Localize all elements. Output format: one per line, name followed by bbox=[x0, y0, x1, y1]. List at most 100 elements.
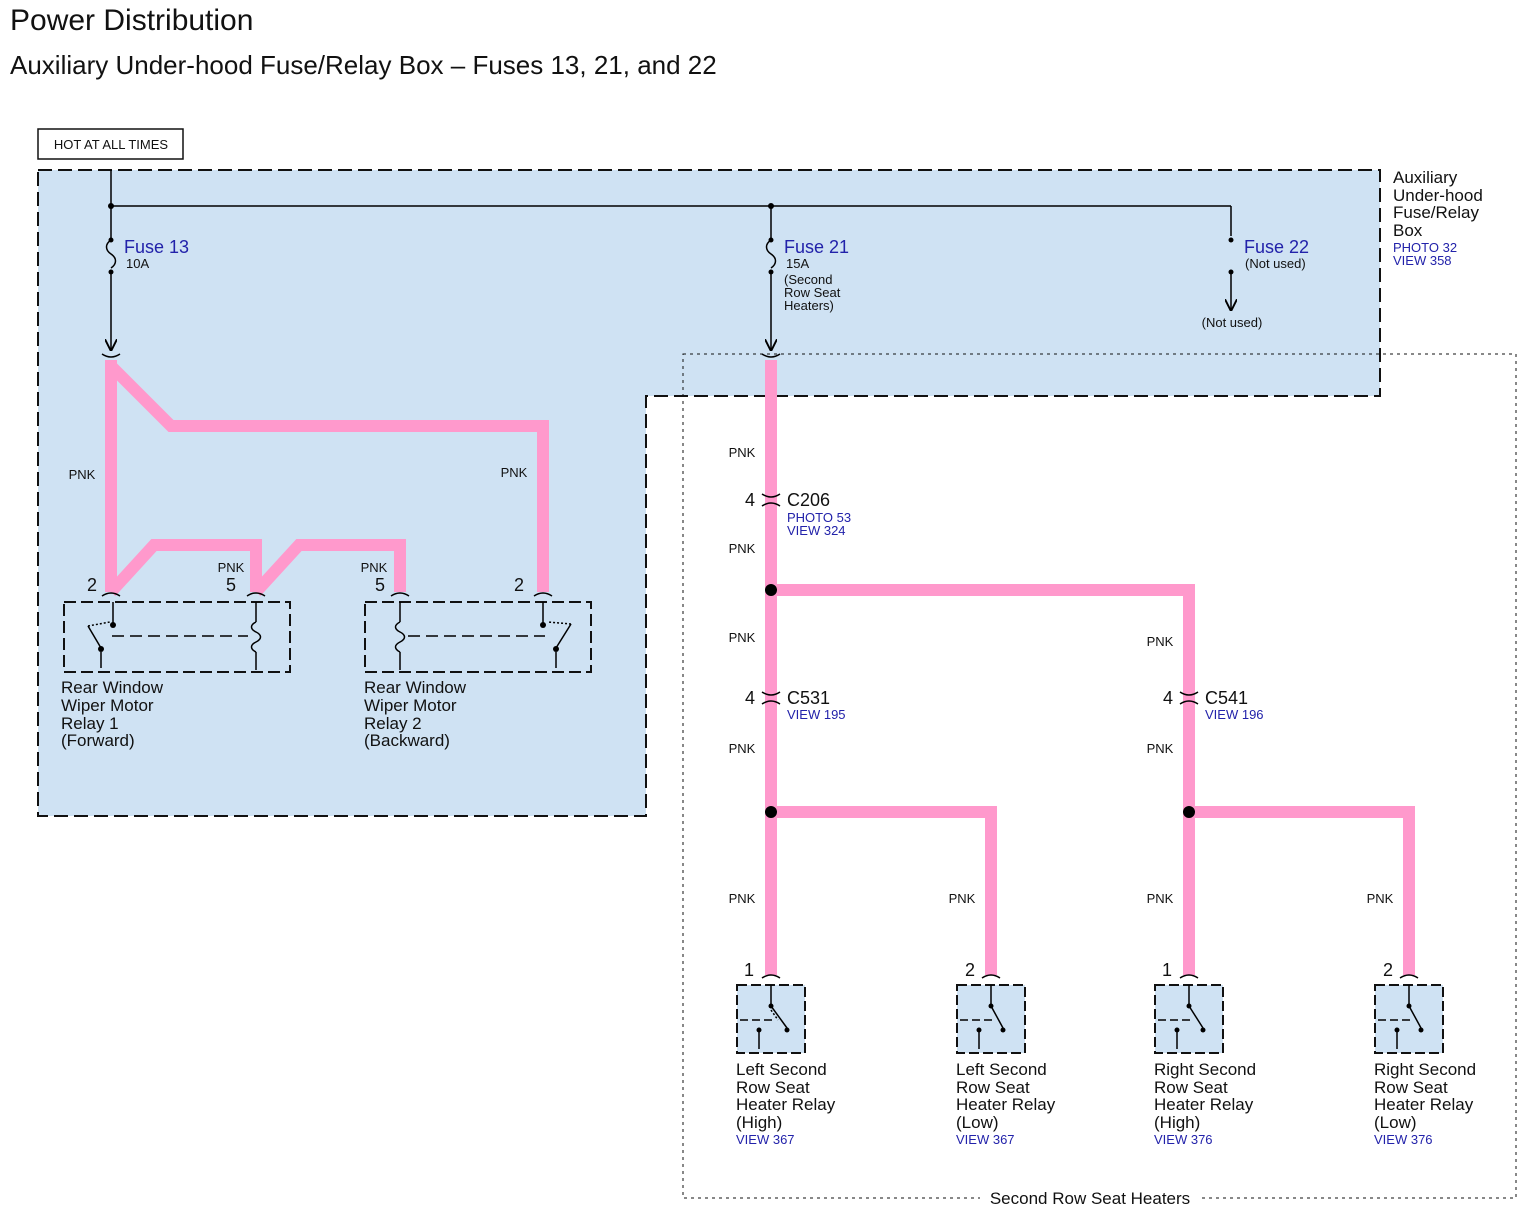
heater-relay-right-high-symbol bbox=[1154, 974, 1224, 1054]
heater-relay-label-line: (High) bbox=[1154, 1113, 1200, 1132]
hot-at-all-times-box bbox=[37, 128, 184, 160]
splice-point bbox=[765, 806, 777, 818]
heater-relay-right-low-view-ref[interactable]: VIEW 376 bbox=[1374, 1132, 1433, 1147]
pnk-wires-fuse-21 bbox=[765, 360, 1415, 975]
heater-relay-right-high-label: Right Second Row Seat Heater Relay (High… bbox=[1154, 1060, 1261, 1132]
wiper-relay-2-pin: 2 bbox=[514, 575, 524, 595]
fuse-21-name[interactable]: Fuse 21 bbox=[784, 237, 849, 257]
heater-relay-label-line: Row Seat bbox=[956, 1078, 1030, 1097]
fuse-13 bbox=[101, 206, 121, 358]
splice-point bbox=[765, 584, 777, 596]
seat-heater-region-label: Second Row Seat Heaters bbox=[990, 1189, 1190, 1208]
fuse-22 bbox=[1229, 206, 1234, 310]
heater-relay-label-line: Left Second bbox=[956, 1060, 1047, 1079]
heater-relay-label-line: (Low) bbox=[956, 1113, 999, 1132]
heater-relay-left-low-symbol bbox=[956, 974, 1026, 1054]
connector-c541-pin: 4 bbox=[1163, 688, 1173, 708]
page-subtitle: Auxiliary Under-hood Fuse/Relay Box – Fu… bbox=[10, 50, 717, 80]
heater-relay-left-high-pin: 1 bbox=[744, 960, 754, 980]
region-label-mask bbox=[980, 1188, 1200, 1208]
heater-relay-right-high-view-ref[interactable]: VIEW 376 bbox=[1154, 1132, 1213, 1147]
page-title: Power Distribution bbox=[10, 4, 253, 37]
fuse-box-label-line: Under-hood bbox=[1393, 186, 1483, 205]
heater-relay-label-line: Right Second bbox=[1374, 1060, 1476, 1079]
heater-relay-label-line: Row Seat bbox=[1374, 1078, 1448, 1097]
fuse-13-name[interactable]: Fuse 13 bbox=[124, 237, 189, 257]
fuse-22-output-label: (Not used) bbox=[1202, 315, 1263, 330]
heater-relay-left-high-view-ref[interactable]: VIEW 367 bbox=[736, 1132, 795, 1147]
connector-c206-photo-ref[interactable]: PHOTO 53 bbox=[787, 510, 851, 525]
heater-relay-label-line: Heater Relay bbox=[736, 1095, 836, 1114]
heater-relay-label-line: Heater Relay bbox=[1154, 1095, 1254, 1114]
connector-c531-id: C531 bbox=[787, 688, 830, 708]
fuse-21 bbox=[761, 206, 781, 358]
wire-color-label: PNK bbox=[729, 630, 756, 645]
fuse-box-view-ref[interactable]: VIEW 358 bbox=[1393, 253, 1452, 268]
fuse-box-outline bbox=[37, 169, 1381, 817]
wire-color-label: PNK bbox=[1147, 634, 1174, 649]
heater-relay-left-high-symbol bbox=[736, 974, 806, 1054]
wiper-relay-2-label-line: Wiper Motor bbox=[364, 696, 457, 715]
pnk-wires-fuse-13 bbox=[105, 360, 549, 597]
connector-c541-symbol bbox=[1179, 691, 1199, 705]
hot-at-all-times-label: HOT AT ALL TIMES bbox=[54, 137, 168, 152]
heater-relay-label-line: (Low) bbox=[1374, 1113, 1417, 1132]
heater-relay-right-low-pin: 2 bbox=[1383, 960, 1393, 980]
wiper-relay-2-label-line: Relay 2 bbox=[364, 714, 422, 733]
fuse-22-rating: (Not used) bbox=[1245, 256, 1306, 271]
heater-relay-label-line: Heater Relay bbox=[1374, 1095, 1474, 1114]
heater-relay-label-line: Right Second bbox=[1154, 1060, 1256, 1079]
connector-c206-pin: 4 bbox=[745, 490, 755, 510]
wiper-relay-2-pin: 5 bbox=[375, 575, 385, 595]
wire-color-label: PNK bbox=[729, 741, 756, 756]
fuse-21-rating: 15A bbox=[786, 256, 809, 271]
wiper-relay-1-label: Rear Window Wiper Motor Relay 1 (Forward… bbox=[61, 678, 168, 750]
fuse-13-rating: 10A bbox=[126, 256, 149, 271]
heater-relay-right-high-pin: 1 bbox=[1162, 960, 1172, 980]
wiper-relay-2-label-line: (Backward) bbox=[364, 731, 450, 750]
heater-relay-left-low-label: Left Second Row Seat Heater Relay (Low) bbox=[956, 1060, 1060, 1132]
connector-c541-view-ref[interactable]: VIEW 196 bbox=[1205, 707, 1264, 722]
wiper-relay-1-symbol bbox=[63, 592, 291, 673]
heater-relay-left-low-view-ref[interactable]: VIEW 367 bbox=[956, 1132, 1015, 1147]
wire-color-label: PNK bbox=[501, 465, 528, 480]
connector-c531-view-ref[interactable]: VIEW 195 bbox=[787, 707, 846, 722]
connector-c206-id: C206 bbox=[787, 490, 830, 510]
fuse-21-note-line: (Second bbox=[784, 272, 832, 287]
heater-relay-right-low-symbol bbox=[1374, 974, 1444, 1054]
connector-c531-symbol bbox=[761, 691, 781, 705]
fuse-21-note-line: Row Seat bbox=[784, 285, 841, 300]
fuse-box-label-line: Box bbox=[1393, 221, 1423, 240]
wire-color-label: PNK bbox=[1367, 891, 1394, 906]
connector-c541-id: C541 bbox=[1205, 688, 1248, 708]
wiper-relay-2-symbol bbox=[364, 592, 592, 673]
splice-point bbox=[1183, 806, 1195, 818]
connector-c531-pin: 4 bbox=[745, 688, 755, 708]
heater-relay-right-low-label: Right Second Row Seat Heater Relay (Low) bbox=[1374, 1060, 1481, 1132]
wiper-relay-2-label-line: Rear Window bbox=[364, 678, 467, 697]
fuse-box-label-line: Auxiliary bbox=[1393, 168, 1458, 187]
wire-color-label: PNK bbox=[361, 560, 388, 575]
wire-color-label: PNK bbox=[949, 891, 976, 906]
heater-relay-label-line: Left Second bbox=[736, 1060, 827, 1079]
fuse-21-notes: (Second Row Seat Heaters) bbox=[784, 272, 844, 313]
wire-color-label: PNK bbox=[729, 445, 756, 460]
wiper-relay-1-label-line: (Forward) bbox=[61, 731, 135, 750]
wire-color-label: PNK bbox=[218, 560, 245, 575]
wiper-relay-1-pin: 2 bbox=[87, 575, 97, 595]
fuse-box-photo-ref[interactable]: PHOTO 32 bbox=[1393, 240, 1457, 255]
wire-color-label: PNK bbox=[1147, 741, 1174, 756]
wire-color-label: PNK bbox=[1147, 891, 1174, 906]
wire-color-label: PNK bbox=[729, 541, 756, 556]
heater-relay-left-high-label: Left Second Row Seat Heater Relay (High) bbox=[736, 1060, 840, 1132]
wiper-relay-1-label-line: Relay 1 bbox=[61, 714, 119, 733]
fuse-22-name[interactable]: Fuse 22 bbox=[1244, 237, 1309, 257]
fuse-21-note-line: Heaters) bbox=[784, 298, 834, 313]
wire-color-label: PNK bbox=[729, 891, 756, 906]
connector-c206-symbol bbox=[761, 493, 781, 507]
heater-relay-label-line: Row Seat bbox=[1154, 1078, 1228, 1097]
heater-relay-left-low-pin: 2 bbox=[965, 960, 975, 980]
heater-relay-label-line: (High) bbox=[736, 1113, 782, 1132]
connector-c206-view-ref[interactable]: VIEW 324 bbox=[787, 523, 846, 538]
